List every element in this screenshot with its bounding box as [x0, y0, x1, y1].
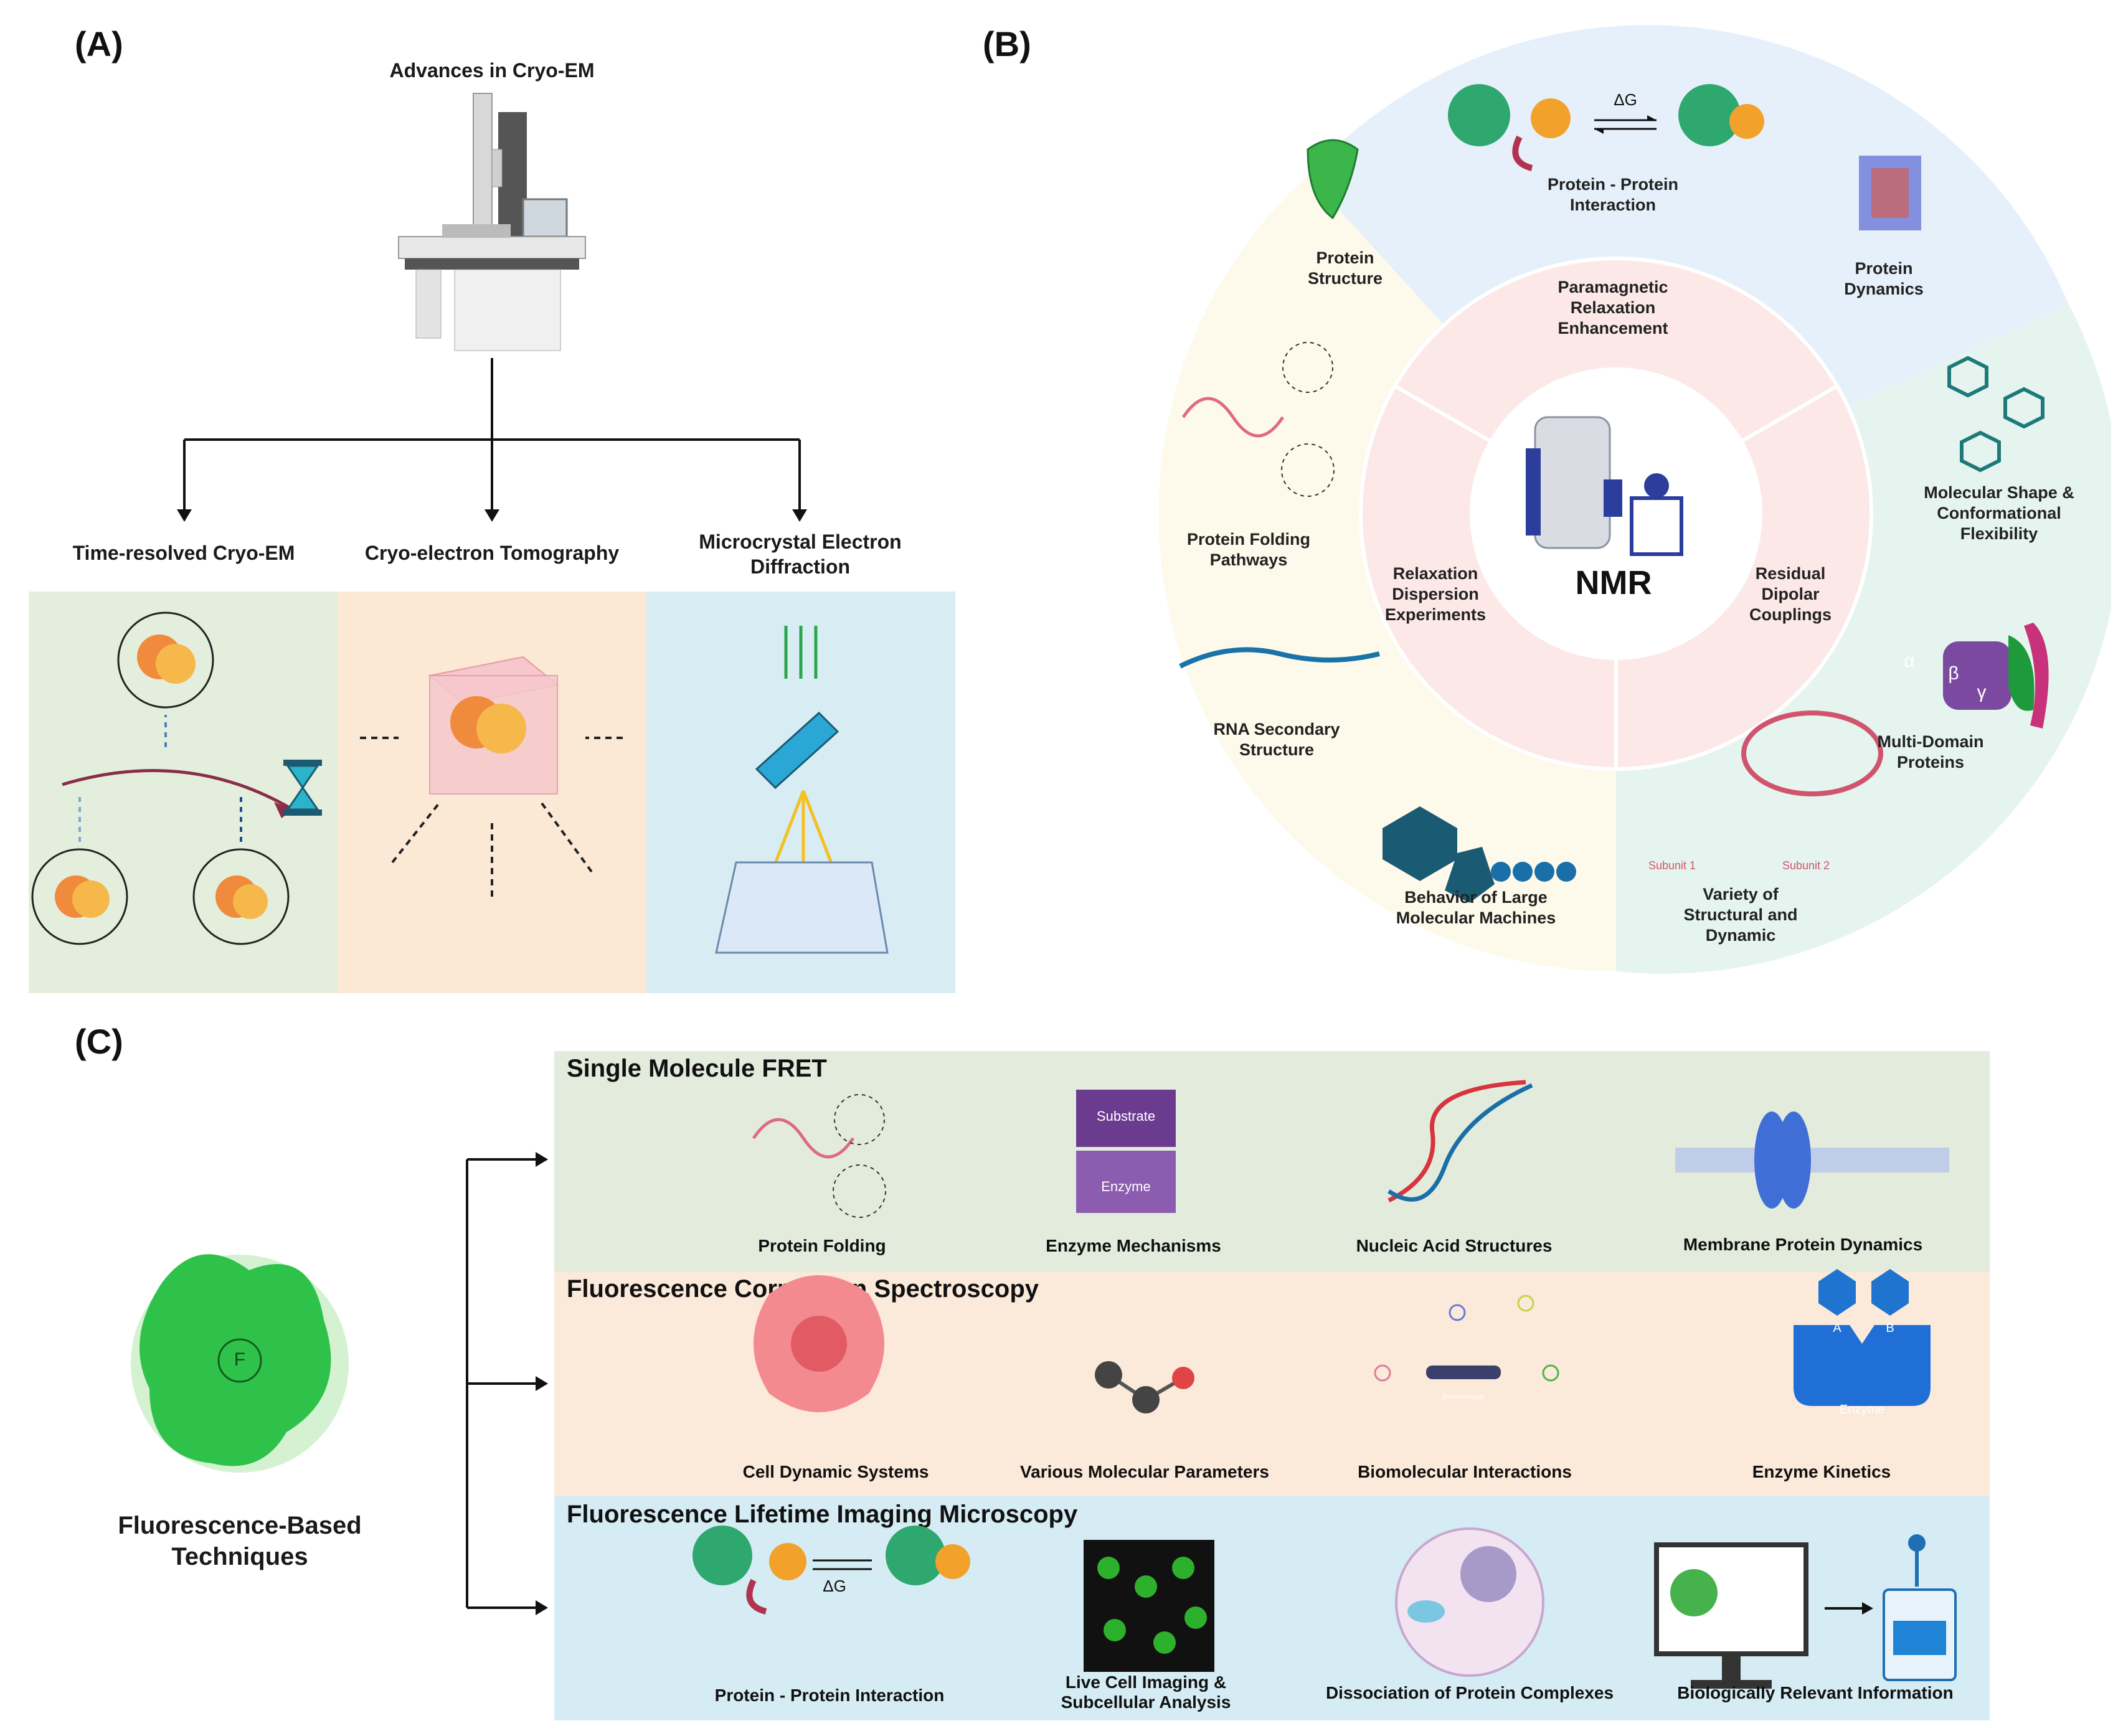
panel-c-letter: (C)	[75, 1022, 123, 1061]
nmr-delta-g-tag: ΔG	[1614, 90, 1637, 109]
fluorophore-label: F	[234, 1349, 246, 1370]
smfret-item-3: Nucleic Acid Structures	[1356, 1236, 1553, 1255]
nmr-wheel	[1158, 25, 2111, 974]
smfret-item-4: Membrane Protein Dynamics	[1683, 1235, 1923, 1254]
flim-item-1: Protein - Protein Interaction	[714, 1686, 945, 1705]
outer-folding: Protein Folding Pathways	[1187, 530, 1310, 569]
outer-variety: Variety of Structural and Dynamic	[1683, 885, 1798, 945]
enzyme-kinetics-enzyme-tag: Enzyme	[1839, 1403, 1885, 1417]
branch-microed: Microcrystal Electron Diffraction	[699, 531, 902, 578]
outer-rna: RNA Secondary Structure	[1213, 720, 1340, 759]
rna-secondary-structure-icon	[1179, 647, 1380, 669]
panel-c-icons	[693, 1080, 1957, 1689]
molecule-icon	[1095, 1361, 1194, 1413]
cryo-em-title: Advances in Cryo-EM	[389, 59, 595, 82]
smfret-item-1: Protein Folding	[758, 1236, 886, 1255]
substrate-tag: Substrate	[1096, 1108, 1156, 1124]
flim-item-4: Biologically Relevant Information	[1677, 1683, 1954, 1702]
microed-scene	[715, 626, 889, 954]
panel-a-graphics	[29, 93, 955, 993]
enzyme-tag: Enzyme	[1101, 1179, 1151, 1194]
flim-delta-g-tag: ΔG	[823, 1577, 846, 1595]
biomolecular-interaction-icon	[1374, 1295, 1559, 1382]
multi-domain-icon	[1943, 623, 2049, 729]
biomolecular-bar-tag: Biomolecular	[1442, 1392, 1485, 1401]
nmr-center-label: NMR	[1575, 564, 1652, 601]
outer-molecular-shape: Molecular Shape & Conformational Flexibi…	[1924, 483, 2074, 543]
panel-a-letter: (A)	[75, 24, 123, 64]
enzyme-kinetics-a-tag: A	[1833, 1321, 1841, 1335]
outer-ppi: Protein - Protein Interaction	[1547, 175, 1678, 214]
tomography-scene	[360, 656, 623, 897]
protein-structure-icon	[1307, 139, 1359, 220]
protein-dynamics-icon	[1859, 156, 1921, 230]
protein-folding-c-icon	[752, 1094, 886, 1218]
flim-title: Fluorescence Lifetime Imaging Microscopy	[567, 1501, 1078, 1528]
cell-organelle-icon	[1395, 1527, 1544, 1677]
panel-b-letter: (B)	[983, 24, 1031, 64]
protein-protein-interaction-icon	[1448, 84, 1764, 171]
molecular-machines-icon	[1383, 806, 1576, 903]
branch-time-resolved: Time-resolved Cryo-EM	[72, 542, 295, 564]
enzyme-kinetics-icon	[1794, 1269, 1931, 1406]
protein-folding-icon	[1181, 342, 1335, 497]
outer-molecular-machines: Behavior of Large Molecular Machines	[1396, 888, 1556, 927]
flim-item-3: Dissociation of Protein Complexes	[1325, 1683, 1614, 1702]
gamma-tag: γ	[1977, 682, 1987, 702]
live-cell-imaging-icon	[1084, 1540, 1214, 1672]
smfret-title: Single Molecule FRET	[567, 1055, 827, 1082]
enzyme-mechanism-icon	[1076, 1090, 1176, 1213]
ppi-flim-icon	[693, 1526, 970, 1615]
monitor-data-icon	[1654, 1534, 1957, 1689]
fluorescent-protein-icon	[131, 1254, 349, 1473]
subunit2-tag: Subunit 2	[1782, 859, 1830, 872]
fcs-item-3: Biomolecular Interactions	[1358, 1462, 1572, 1481]
panel-c-connectors	[466, 1152, 548, 1615]
outer-protein-dynamics: Protein Dynamics	[1844, 259, 1924, 298]
nmr-spectrometer-icon	[1526, 416, 1683, 556]
alpha-tag: α	[1904, 651, 1915, 671]
outer-multi-domain: Multi-Domain Proteins	[1877, 732, 1984, 771]
fcs-item-1: Cell Dynamic Systems	[742, 1462, 929, 1481]
nucleic-acid-icon	[1387, 1080, 1533, 1203]
fcs-item-4: Enzyme Kinetics	[1752, 1462, 1891, 1481]
inner-relaxation: Relaxation Dispersion Experiments	[1384, 564, 1487, 624]
inner-pre: Paramagnetic Relaxation Enhancement	[1558, 278, 1668, 337]
cell-icon	[754, 1275, 884, 1412]
molecular-shape-icon	[1947, 356, 2044, 473]
membrane-protein-icon	[1675, 1111, 1949, 1209]
hourglass-icon	[283, 760, 322, 816]
fluorescence-source-label: Fluorescence-Based Techniques	[118, 1512, 362, 1570]
fcs-item-2: Various Molecular Parameters	[1020, 1462, 1269, 1481]
beta-tag: β	[1948, 663, 1959, 684]
branch-tomography: Cryo-electron Tomography	[364, 542, 620, 564]
time-resolved-scene	[31, 611, 322, 945]
flim-item-2: Live Cell Imaging & Subcellular Analysis	[1061, 1672, 1231, 1712]
subunit1-tag: Subunit 1	[1648, 859, 1696, 872]
enzyme-kinetics-b-tag: B	[1886, 1321, 1894, 1335]
cryo-em-microscope-icon	[398, 93, 586, 351]
smfret-item-2: Enzyme Mechanisms	[1046, 1236, 1221, 1255]
cryo-em-connectors	[183, 358, 801, 517]
inner-rdc: Residual Dipolar Couplings	[1749, 564, 1832, 624]
variety-structural-icon	[1741, 710, 1883, 796]
outer-protein-structure: Protein Structure	[1307, 248, 1383, 288]
